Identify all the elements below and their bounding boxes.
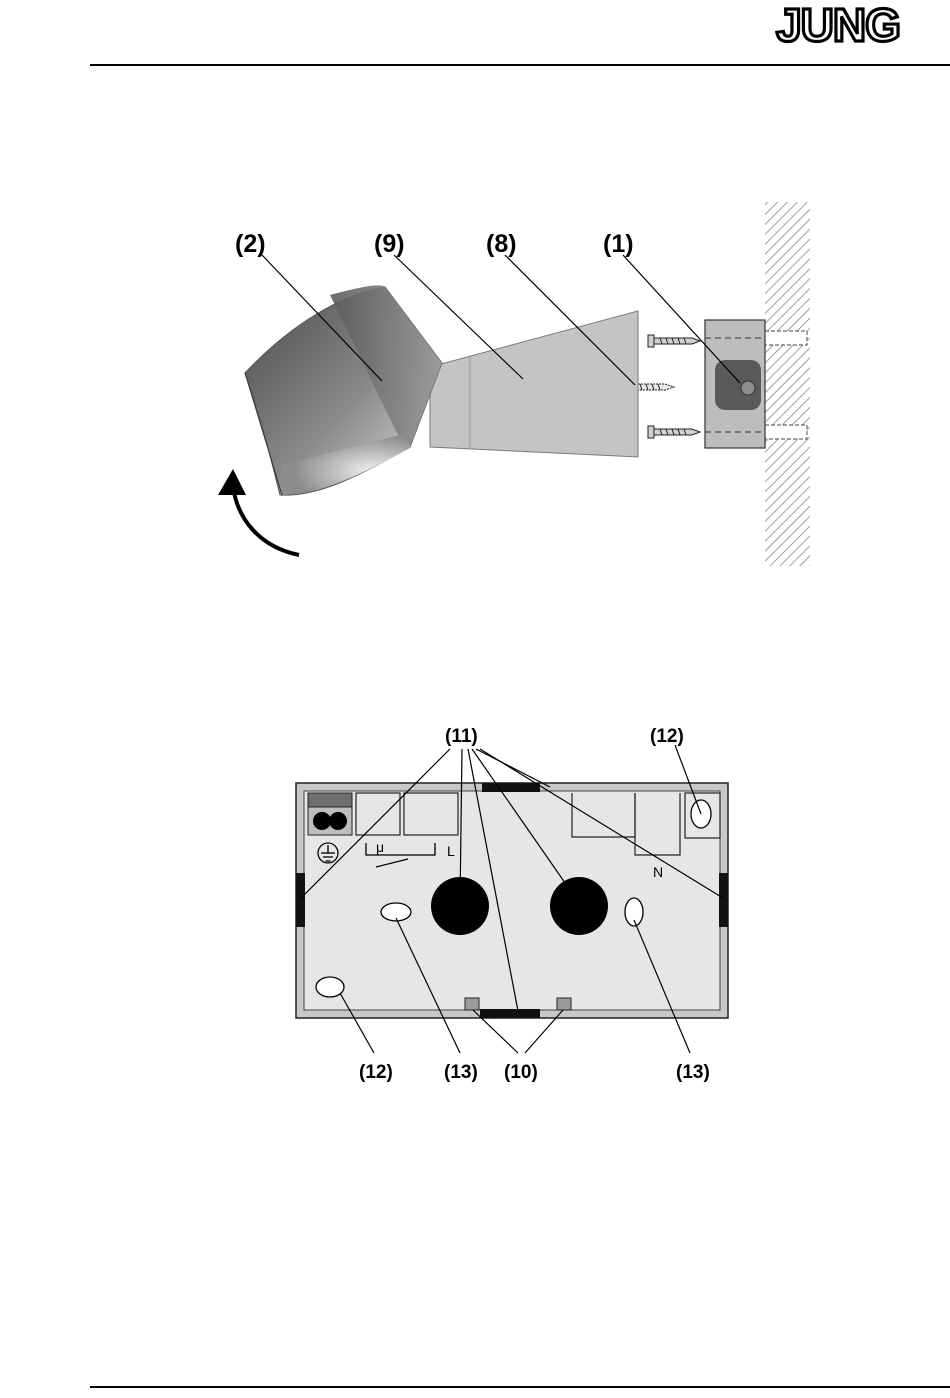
- callout-2: (2): [235, 230, 266, 258]
- brand-logo-text: JUNG: [776, 4, 900, 46]
- wall-plug-upper: [765, 331, 807, 345]
- jung-logo: JUNG: [738, 4, 938, 46]
- callout-1: (1): [603, 230, 634, 258]
- detector-head: [245, 285, 442, 495]
- callout-13-right: (13): [676, 1062, 710, 1083]
- callout-8: (8): [486, 230, 517, 258]
- wall-bracket-arm: [430, 311, 638, 457]
- callout-9: (9): [374, 230, 405, 258]
- callout-12-top: (12): [650, 726, 684, 747]
- label-L: L: [447, 843, 455, 859]
- screw-upper: [648, 335, 700, 347]
- header-rule: [90, 64, 950, 66]
- callout-12-bottom: (12): [359, 1062, 393, 1083]
- label-N: N: [653, 864, 663, 880]
- mounting-figure: (2) (9) (8) (1): [200, 195, 820, 575]
- terminal-box-figure: μ L N (11) (12) (12) (13) (10) (13): [280, 715, 760, 1095]
- callout-11: (11): [445, 726, 478, 747]
- callout-13-left: (13): [444, 1062, 478, 1083]
- terminal-block: [308, 793, 352, 835]
- wall: [765, 202, 810, 566]
- callout-10: (10): [504, 1062, 538, 1083]
- screw-lower: [648, 426, 700, 438]
- footer-rule: [90, 1386, 950, 1388]
- wall-plug-lower: [765, 425, 807, 439]
- label-mu: μ: [376, 839, 384, 855]
- mounting-plate: [705, 320, 765, 448]
